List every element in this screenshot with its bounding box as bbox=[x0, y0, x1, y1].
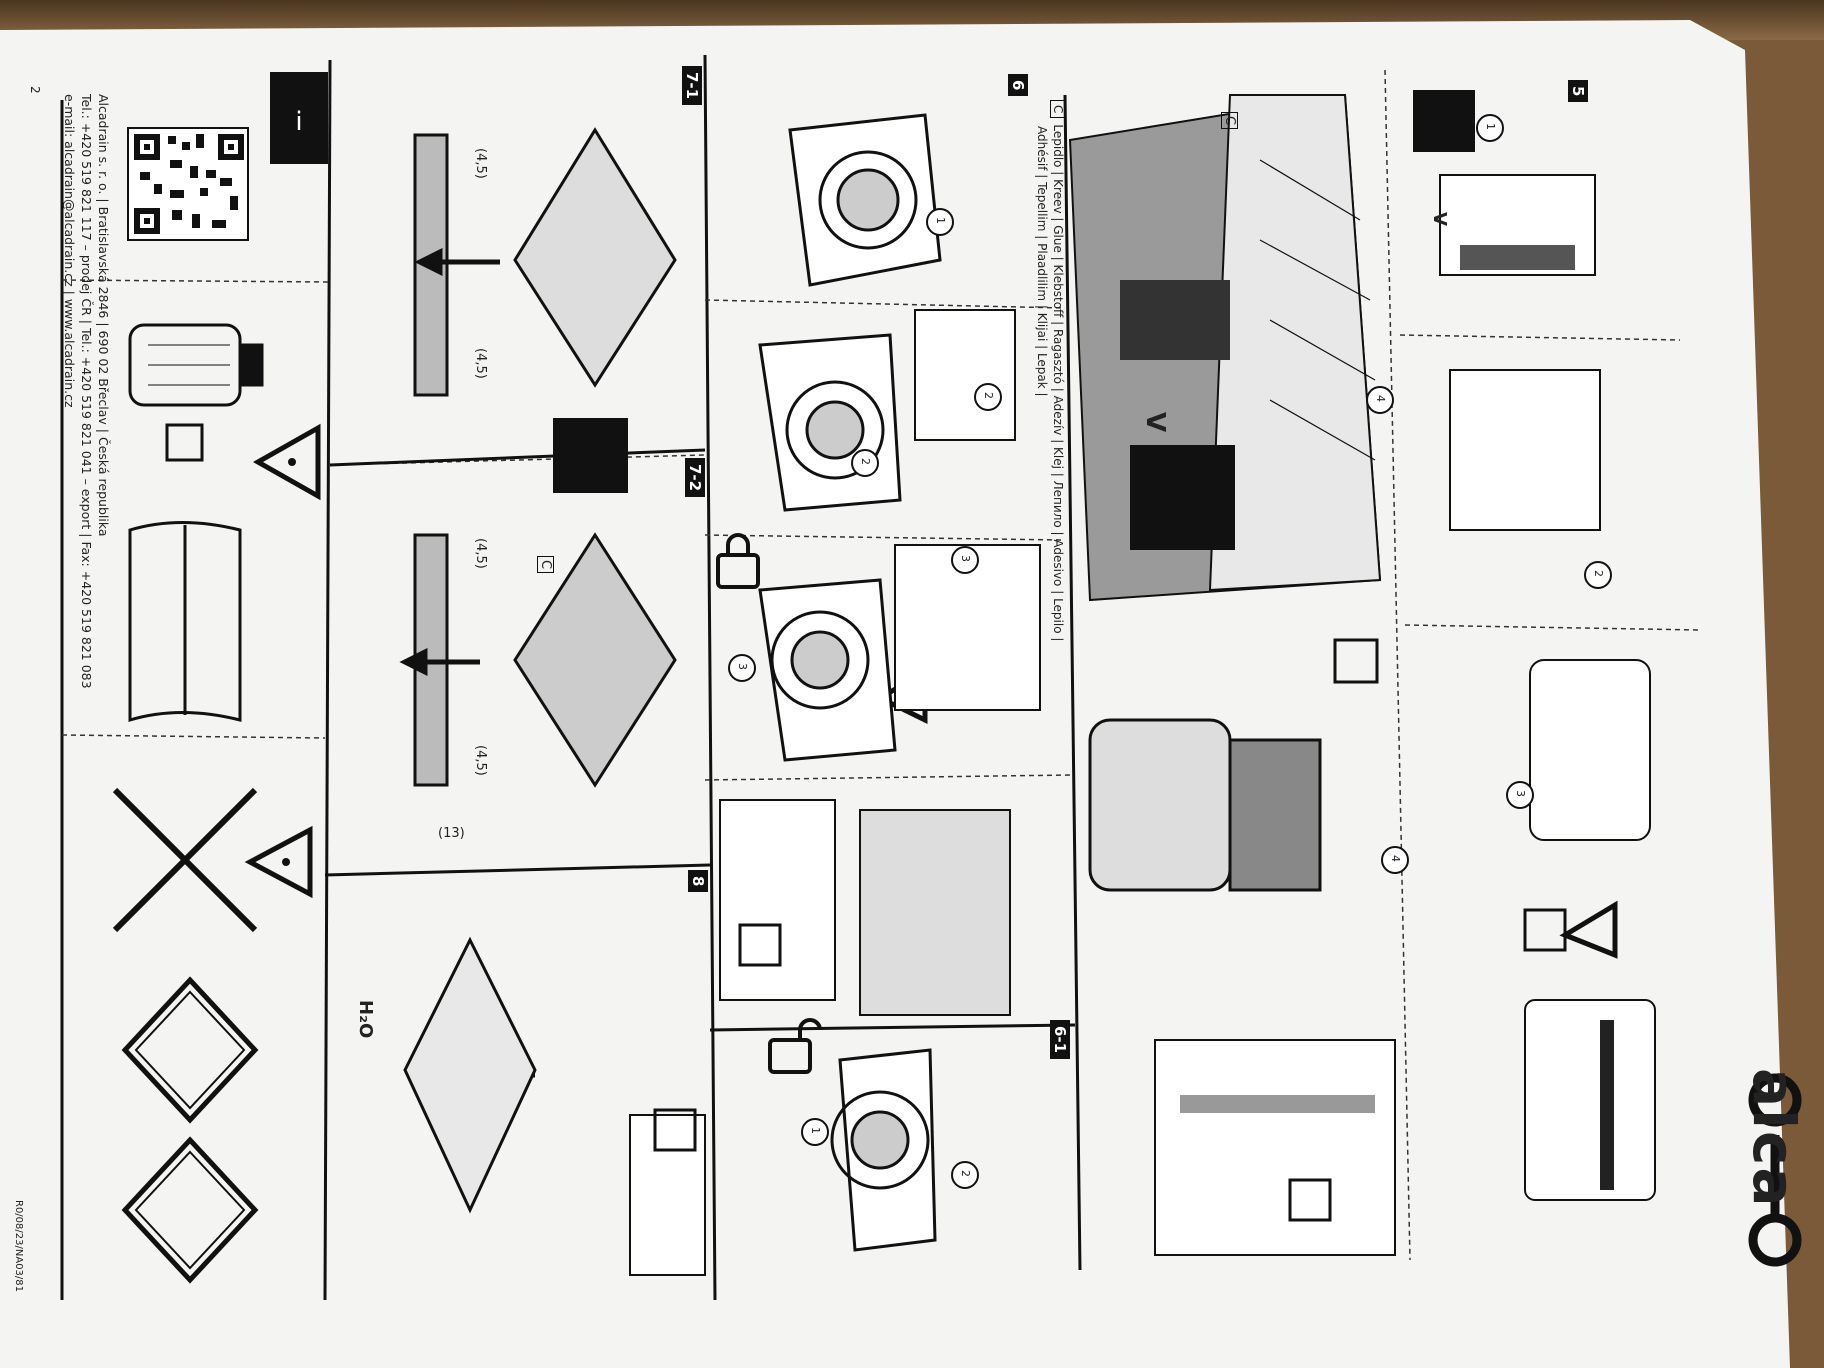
step-number: 4 bbox=[1374, 395, 1387, 402]
svg-text:i: i bbox=[295, 107, 302, 137]
glue-line-2: Adhésif | Tepellim | Plaadlilim | Klijai… bbox=[1035, 126, 1049, 397]
tile-7-1 bbox=[513, 127, 677, 388]
panel-label-8: 8 bbox=[688, 870, 708, 893]
cleaner-bottle bbox=[128, 323, 264, 407]
step-number: 3 bbox=[959, 555, 972, 562]
letter-v: V bbox=[1140, 412, 1170, 433]
step-number: 4 bbox=[1389, 855, 1402, 862]
company-line-3: e-mail: alcadrain@alcadrain.cz | www.alc… bbox=[62, 94, 77, 408]
alca-logo bbox=[1748, 1073, 1802, 1267]
glue-line-1: Lepidlo | Kreev | Glue | Klebstoff | Rag… bbox=[1051, 124, 1065, 642]
company-contact: Alcadrain s. r. o. | Bratislavská 2846 |… bbox=[61, 94, 112, 689]
panel-label-6: 6 bbox=[1008, 74, 1028, 97]
crossed-bottle bbox=[112, 787, 258, 933]
dimension-label: (13) bbox=[438, 826, 465, 841]
dimension-label: (4,5) bbox=[473, 148, 488, 179]
document-code: R0/08/23/NA03/81 bbox=[13, 1200, 24, 1293]
panel-label-7-1: 7-1 bbox=[682, 66, 702, 106]
letter-c: C bbox=[1221, 112, 1238, 130]
company-line-2: Tel.: +420 519 821 117 – prodej ČR | Tel… bbox=[79, 94, 94, 689]
company-line-1: Alcadrain s. r. o. | Bratislavská 2846 |… bbox=[96, 94, 111, 537]
dimension-label: (4,5) bbox=[473, 745, 488, 776]
step-number: 1 bbox=[934, 217, 947, 224]
qr-code bbox=[127, 127, 249, 241]
step-number: 2 bbox=[1592, 570, 1605, 577]
step-number: 2 bbox=[982, 392, 995, 399]
step-number: 3 bbox=[736, 663, 749, 670]
letter-c: C bbox=[537, 556, 554, 574]
dimension-label: (4,5) bbox=[473, 538, 488, 569]
step-number: 1 bbox=[1484, 123, 1497, 130]
panel-label-6-1: 6-1 bbox=[1050, 1020, 1070, 1060]
glue-legend: C Lepidlo | Kreev | Glue | Klebstoff | Ra… bbox=[1034, 100, 1066, 641]
step-number: 2 bbox=[959, 1170, 972, 1177]
glue-letter: C bbox=[1050, 100, 1066, 119]
step-number: 3 bbox=[1514, 790, 1527, 797]
step-number: 2 bbox=[859, 458, 872, 465]
manual-book bbox=[128, 521, 242, 723]
panel-label-5: 5 bbox=[1568, 80, 1588, 103]
panel-label-7-2: 7-2 bbox=[685, 458, 705, 498]
logo-text: alca bbox=[1740, 1068, 1808, 1209]
step-number: 1 bbox=[809, 1127, 822, 1134]
letter-v: V bbox=[1429, 212, 1450, 226]
water-label: H₂O bbox=[355, 1000, 376, 1039]
page-number: 2 bbox=[28, 86, 42, 94]
dimension-label: (4,5) bbox=[473, 348, 488, 379]
